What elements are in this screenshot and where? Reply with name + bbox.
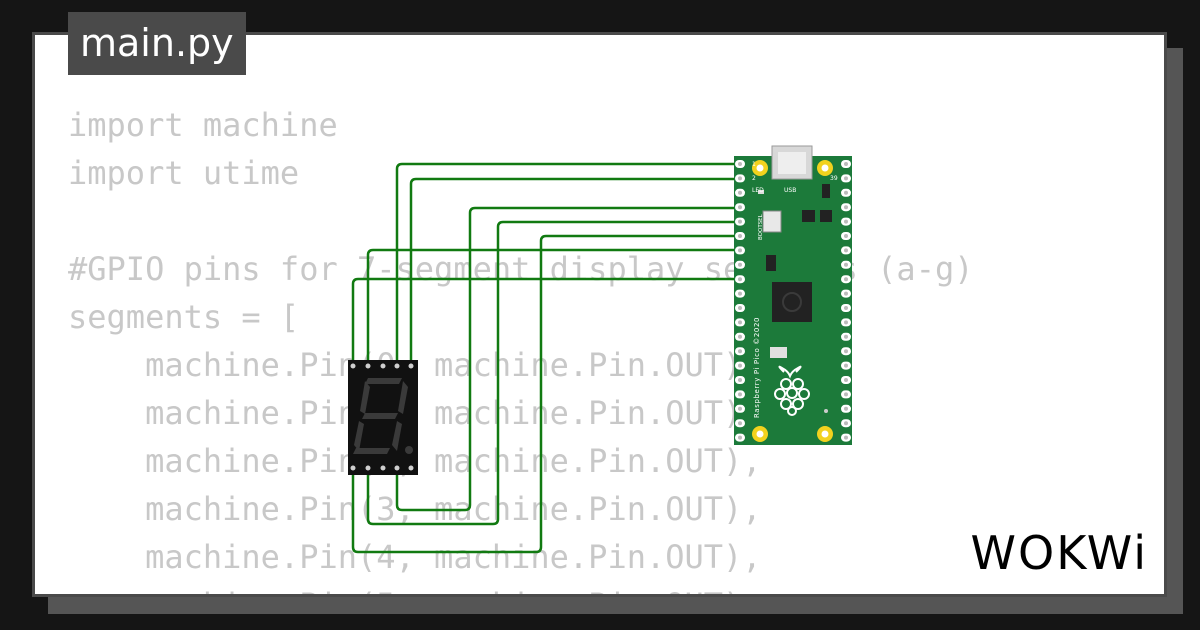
- wire-g[interactable]: [351, 277, 740, 364]
- pin-2-label: 2: [752, 175, 756, 182]
- raspberry-pi-pico[interactable]: 1 2 39 LED USB BOOTSEL Raspberry Pi Pico…: [734, 145, 852, 445]
- code-line: import machine: [68, 106, 338, 144]
- display-segments: [353, 378, 413, 454]
- wire-f[interactable]: [366, 248, 740, 364]
- wire-b[interactable]: [409, 177, 740, 364]
- bootsel-label: BOOTSEL: [758, 213, 764, 240]
- code-line: machine.Pin(5, machine.Pin.OUT),: [68, 581, 973, 594]
- code-line: machine.Pin(4, machine.Pin.OUT),: [68, 538, 762, 576]
- raspberry-logo-icon: [774, 365, 810, 416]
- file-tab[interactable]: main.py: [68, 12, 246, 75]
- code-line: import utime: [68, 154, 300, 192]
- file-tab-label: main.py: [80, 21, 234, 65]
- seven-segment-display[interactable]: [348, 360, 418, 475]
- display-pins: [350, 363, 414, 471]
- wokwi-logo[interactable]: WOKWi: [971, 526, 1148, 580]
- wire-a[interactable]: [395, 162, 740, 364]
- wire-d[interactable]: [366, 220, 740, 526]
- pin-1-label: 1: [752, 161, 756, 168]
- mounting-holes: [752, 160, 833, 442]
- code-editor: import machine import utime #GPIO pins for…: [68, 101, 974, 594]
- pico-pins-right: [841, 160, 851, 442]
- bootsel-button[interactable]: [762, 210, 782, 233]
- pico-pins-left: [735, 160, 745, 442]
- wires: [351, 162, 740, 554]
- rp2040-chip: [772, 282, 812, 322]
- wokwi-logo-text: WOKWi: [970, 526, 1148, 580]
- led-label: LED: [752, 187, 764, 194]
- led-icon: [758, 190, 764, 194]
- wire-e[interactable]: [351, 234, 740, 554]
- code-line: #GPIO pins for 7-segment display segment…: [68, 250, 974, 288]
- code-line: segments = [: [68, 298, 300, 336]
- usb-label: USB: [784, 187, 796, 194]
- code-line: machine.Pin(3, machine.Pin.OUT),: [68, 490, 762, 528]
- preview-card: import machine import utime #GPIO pins for…: [32, 32, 1167, 597]
- wire-c[interactable]: [395, 206, 740, 512]
- board-label: Raspberry Pi Pico ©2020: [753, 317, 761, 418]
- pin-39-label: 39: [830, 175, 838, 182]
